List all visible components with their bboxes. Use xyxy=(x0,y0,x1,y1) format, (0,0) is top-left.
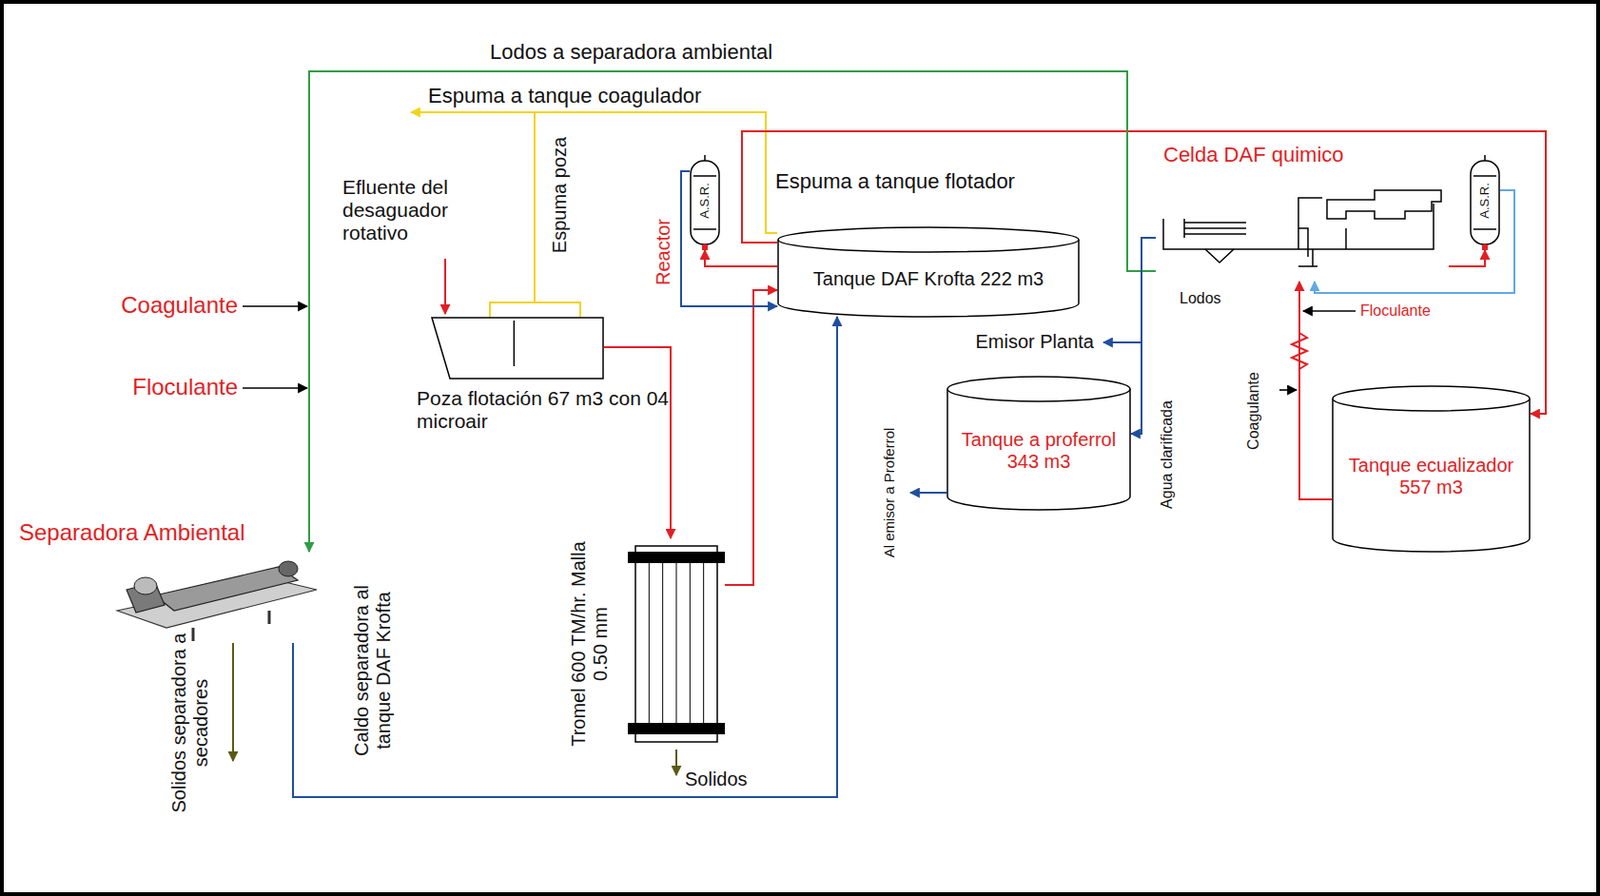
poza-node: Poza flotación 67 m3 con 04 microair xyxy=(430,316,605,380)
flow-connector xyxy=(604,347,671,539)
solids-arrow xyxy=(232,643,235,761)
node-label: Separadora Ambiental xyxy=(19,519,246,547)
flow-note: Solidos xyxy=(684,768,748,791)
flow-note: Emisor Planta xyxy=(913,331,1094,353)
celda-shape xyxy=(1155,190,1449,282)
connector-label: Caldo separadora al tanque DAF Krofta xyxy=(351,575,395,766)
outfall-arrow xyxy=(910,491,947,494)
flow-connector xyxy=(309,71,1156,552)
celda-node: Celda DAF quimico xyxy=(1155,190,1449,282)
node-label: Poza flotación 67 m3 con 04 microair xyxy=(416,387,674,433)
solids-arrow xyxy=(675,749,678,776)
asr-node: A.S.R. xyxy=(1469,155,1501,251)
flow-note: Espuma a tanque flotador xyxy=(775,169,1015,194)
flow-connector xyxy=(724,290,778,586)
sep-node: Separadora Ambiental xyxy=(117,551,317,644)
flow-note: Coagulante xyxy=(1245,371,1263,450)
node-label: Tanque ecualizador 557 m3 xyxy=(1331,413,1531,539)
flow-note: Al emisor a Proferrol xyxy=(880,428,898,559)
sep-shape xyxy=(117,551,317,644)
flow-note: Lodos xyxy=(1179,290,1222,308)
flow-connector xyxy=(1131,237,1156,434)
node-label: A.S.R. xyxy=(698,182,713,219)
flow-note: Coagulante xyxy=(38,292,238,319)
flow-connector xyxy=(1448,250,1485,267)
flow-note: Espuma a tanque coagulador xyxy=(428,83,702,108)
flow-note: Floculante xyxy=(1360,302,1431,320)
flow-note: Efluente del desaguador rotativo xyxy=(342,175,495,245)
flow-note: Floculante xyxy=(38,373,238,401)
flow-connector xyxy=(292,316,838,798)
flow-connector xyxy=(741,131,1546,414)
tromel-shape xyxy=(627,538,725,750)
asr-node: A.S.R. xyxy=(689,155,721,251)
cyl-node: Tanque DAF Krofta 222 m3 xyxy=(777,226,1080,317)
connector-label: Agua clarificada xyxy=(1158,400,1176,509)
effluent-arrow xyxy=(444,258,447,314)
flow-connector xyxy=(1299,281,1332,500)
dosing-arrows xyxy=(242,306,1356,391)
tromel-node: Tromel 600 TM/hr. Malla 0.50 mm xyxy=(627,538,725,750)
cyl-node: Tanque ecualizador 557 m3 xyxy=(1331,385,1531,552)
flow-note: Solidos separadora a secadores xyxy=(168,623,213,823)
node-label: Celda DAF quimico xyxy=(1163,142,1345,167)
foam-lines xyxy=(410,112,778,317)
connector-label: Lodos a separadora ambiental xyxy=(489,39,773,64)
node-label: A.S.R. xyxy=(1478,182,1493,219)
outfall-arrow xyxy=(1103,341,1142,344)
node-label: Tanque a proferrol 343 m3 xyxy=(946,404,1132,497)
poza-shape xyxy=(430,316,605,380)
flow-note: Espuma poza xyxy=(548,136,571,254)
node-label: Tromel 600 TM/hr. Malla 0.50 mm xyxy=(567,529,612,759)
node-label: Tanque DAF Krofta 222 m3 xyxy=(777,254,1080,304)
flow-note: Reactor xyxy=(652,218,675,286)
cyl-node: Tanque a proferrol 343 m3 xyxy=(946,375,1132,510)
flow-connector xyxy=(704,250,778,267)
